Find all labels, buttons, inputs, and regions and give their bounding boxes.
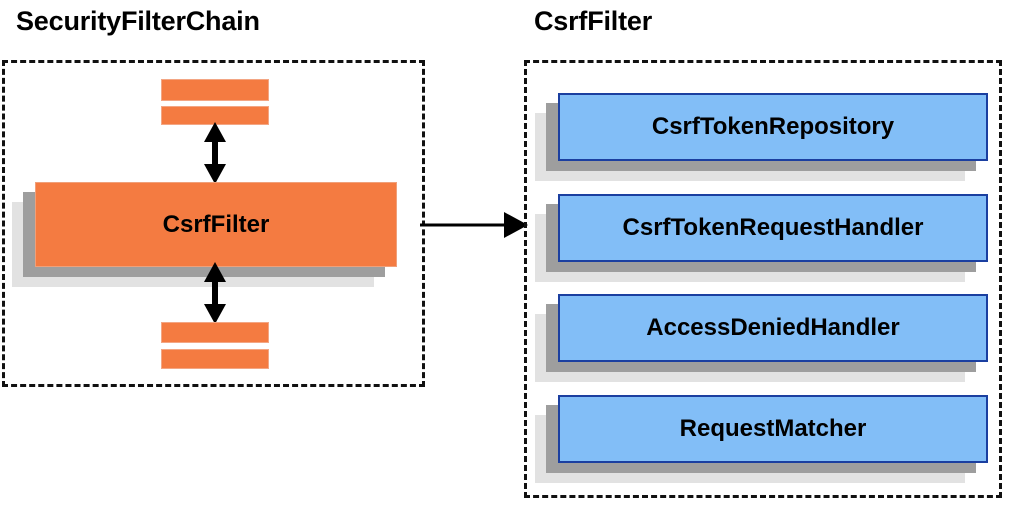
block-face: CsrfTokenRequestHandler (558, 194, 988, 262)
block-label-accessdeniedhandler: AccessDeniedHandler (646, 314, 900, 341)
filter-stub-below-2 (161, 349, 269, 369)
csrffilter-detail-arrow (420, 212, 528, 238)
block-face: RequestMatcher (558, 395, 988, 463)
bidirectional-arrow-below-csrffilter (204, 262, 226, 324)
filter-stub-below-1 (161, 322, 269, 343)
group-box-csrffilter (524, 60, 1002, 498)
block-csrftokenrequesthandler: CsrfTokenRequestHandler (535, 194, 988, 282)
block-label-csrftokenrequesthandler: CsrfTokenRequestHandler (622, 214, 924, 241)
block-csrftokenrepository: CsrfTokenRepository (535, 93, 988, 181)
bidirectional-arrow-above-csrffilter (204, 122, 226, 184)
block-label-csrftokenrepository: CsrfTokenRepository (651, 113, 895, 140)
block-face: CsrfTokenRepository (558, 93, 988, 161)
block-accessdeniedhandler: AccessDeniedHandler (535, 294, 988, 382)
block-label-csrffilter: CsrfFilter (162, 210, 270, 238)
block-face: CsrfFilter (35, 182, 397, 267)
block-label-requestmatcher: RequestMatcher (679, 415, 867, 442)
filter-stub-above-1 (161, 79, 269, 101)
page-title-csrf-filter: CsrfFilter (534, 6, 653, 36)
block-requestmatcher: RequestMatcher (535, 395, 988, 483)
block-face: AccessDeniedHandler (558, 294, 988, 362)
block-csrffilter: CsrfFilter (12, 182, 397, 287)
page-title-security-filter-chain: SecurityFilterChain (16, 6, 260, 36)
